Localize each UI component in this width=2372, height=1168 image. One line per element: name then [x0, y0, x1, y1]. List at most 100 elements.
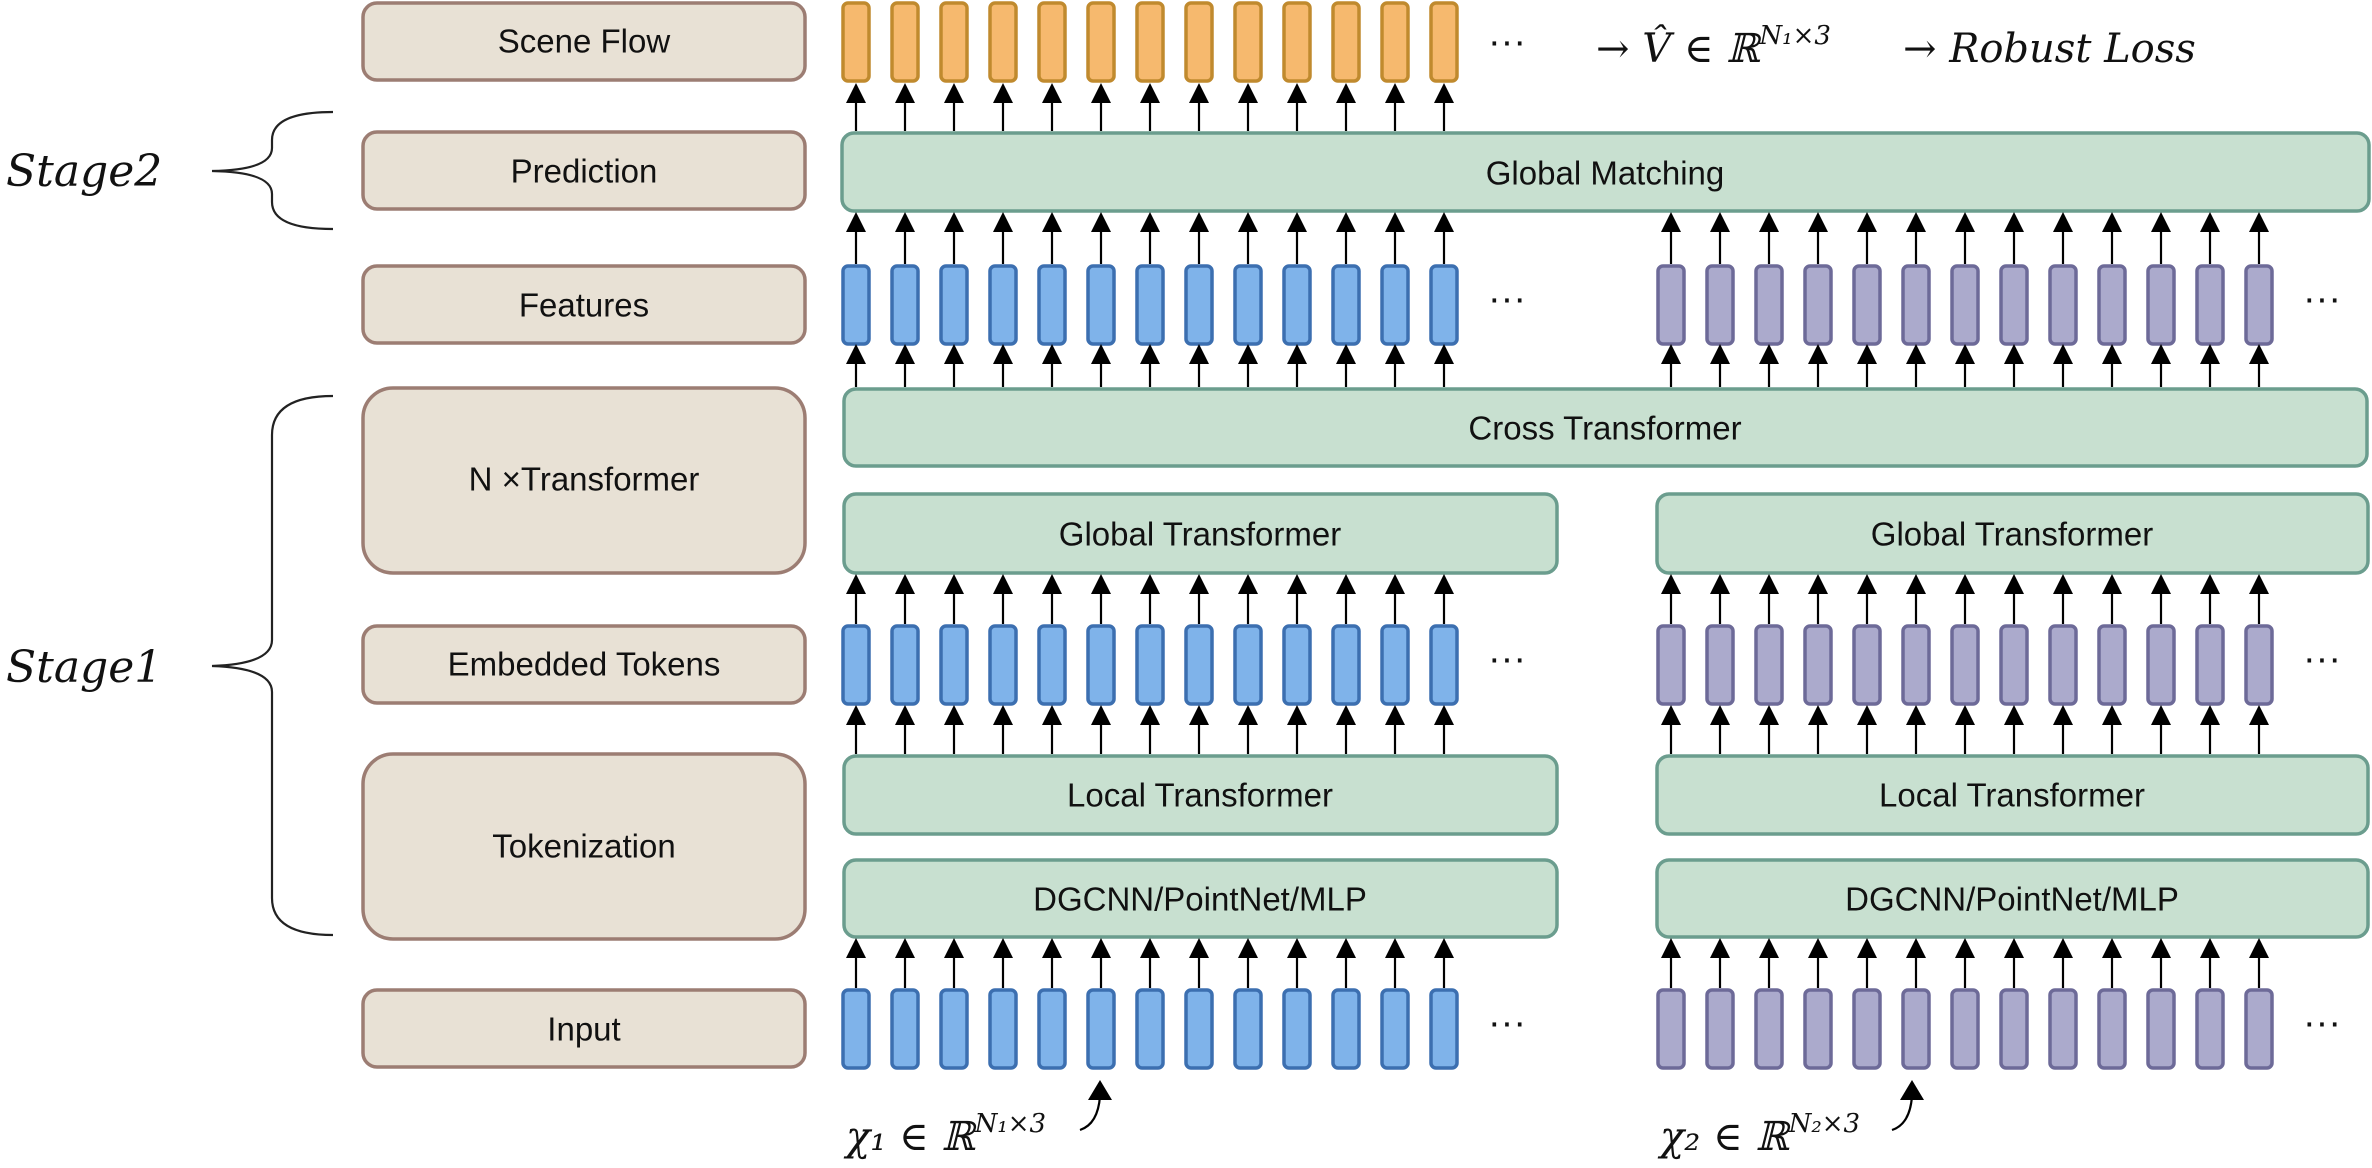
arrow-head — [1336, 938, 1356, 958]
arrow-head — [895, 344, 915, 364]
arrow-head — [1189, 938, 1209, 958]
input-left-pointer — [1079, 1095, 1102, 1132]
token — [1950, 624, 1980, 706]
token — [988, 624, 1018, 706]
arrow-groups — [846, 83, 2269, 988]
arrow-head — [944, 83, 964, 103]
arrow-head — [1140, 574, 1160, 594]
scene-flow-label: Scene Flow — [498, 23, 671, 60]
ellipses: ··· ··· ··· ··· ··· ··· ··· — [1488, 21, 2341, 1044]
arrow-head — [993, 938, 1013, 958]
arrow-head — [1287, 83, 1307, 103]
ellipsis-embedded-left: ··· — [1488, 638, 1526, 680]
arrow-head — [944, 705, 964, 725]
embedded-tokens-label: Embedded Tokens — [448, 646, 721, 683]
input-left-pointer-head — [1088, 1080, 1112, 1100]
token — [1901, 624, 1931, 706]
arrows-cross-to-features-left — [846, 344, 1454, 387]
arrow-head — [1287, 574, 1307, 594]
arrow-head — [1091, 344, 1111, 364]
token — [2244, 988, 2274, 1070]
input-left-expression-main: χ₁ ∈ ℝ — [843, 1114, 977, 1160]
token — [1705, 624, 1735, 706]
arrow-head — [2151, 212, 2171, 232]
stage-braces: Stage2 Stage1 — [6, 110, 334, 937]
token — [2244, 264, 2274, 346]
ellipsis-input-left: ··· — [1488, 1002, 1526, 1044]
arrow-head — [1336, 344, 1356, 364]
arrow-head — [944, 212, 964, 232]
token — [939, 624, 969, 706]
row-labels: Scene Flow Prediction Features N ×Transf… — [361, 1, 807, 1069]
arrow-head — [1955, 705, 1975, 725]
prediction-expression-sup: N₁×3 — [1758, 21, 1831, 51]
arrow-head — [1385, 705, 1405, 725]
token — [841, 988, 871, 1070]
arrow-head — [1759, 705, 1779, 725]
token — [2146, 264, 2176, 346]
prediction-expression-main: → V̂ ∈ ℝ — [1596, 26, 1762, 72]
arrow-head — [2053, 212, 2073, 232]
arrow-head — [1140, 212, 1160, 232]
arrow-head — [1955, 938, 1975, 958]
arrows-features-left-to-matching — [846, 212, 1454, 264]
input-annotations: χ₁ ∈ ℝN₁×3 χ₂ ∈ ℝN₂×3 — [843, 1080, 1924, 1160]
token — [1803, 264, 1833, 346]
token — [1999, 624, 2029, 706]
arrow-head — [1906, 212, 1926, 232]
token — [1282, 624, 1312, 706]
arrow-head — [1042, 705, 1062, 725]
arrow-head — [1710, 938, 1730, 958]
input-label: Input — [547, 1011, 620, 1048]
prediction-label-box — [361, 130, 807, 211]
features-left-tokens — [841, 264, 1459, 346]
token — [2048, 264, 2078, 346]
token — [1233, 264, 1263, 346]
embedded-tokens-label-box — [361, 624, 807, 705]
arrow-head — [895, 83, 915, 103]
arrow-head — [1336, 705, 1356, 725]
stage2-brace — [211, 110, 334, 231]
token — [841, 1, 871, 83]
arrow-head — [1238, 212, 1258, 232]
token — [1429, 1, 1459, 83]
token — [1380, 624, 1410, 706]
input-label-box — [361, 988, 807, 1069]
token — [1184, 988, 1214, 1070]
arrow-head — [2249, 705, 2269, 725]
token — [2195, 988, 2225, 1070]
token — [1950, 988, 1980, 1070]
arrow-head — [944, 574, 964, 594]
arrow-head — [1189, 574, 1209, 594]
arrow-head — [1434, 705, 1454, 725]
ellipsis-features-left: ··· — [1488, 278, 1526, 320]
token — [2146, 988, 2176, 1070]
arrow-head — [846, 938, 866, 958]
arrow-head — [1189, 344, 1209, 364]
arrow-head — [1434, 212, 1454, 232]
arrow-head — [1189, 212, 1209, 232]
token — [1086, 264, 1116, 346]
arrow-head — [1042, 344, 1062, 364]
arrow-head — [1661, 212, 1681, 232]
arrow-head — [2004, 212, 2024, 232]
token — [1754, 624, 1784, 706]
arrow-head — [1385, 83, 1405, 103]
arrow-head — [1434, 344, 1454, 364]
prediction-label: Prediction — [511, 153, 658, 190]
input-right-expression: χ₂ ∈ ℝN₂×3 — [1657, 1109, 1860, 1160]
arrow-head — [944, 344, 964, 364]
arrow-head — [2102, 212, 2122, 232]
ellipsis-embedded-right: ··· — [2303, 638, 2341, 680]
token — [2048, 624, 2078, 706]
arrows-input-right-to-dgcnn — [1661, 938, 2269, 988]
arrow-head — [1091, 212, 1111, 232]
arrow-head — [1140, 344, 1160, 364]
token — [1705, 988, 1735, 1070]
arrow-head — [2249, 574, 2269, 594]
arrow-head — [2200, 938, 2220, 958]
token — [1331, 624, 1361, 706]
token — [1233, 988, 1263, 1070]
token — [2097, 264, 2127, 346]
embedded-left-tokens — [841, 624, 1459, 706]
